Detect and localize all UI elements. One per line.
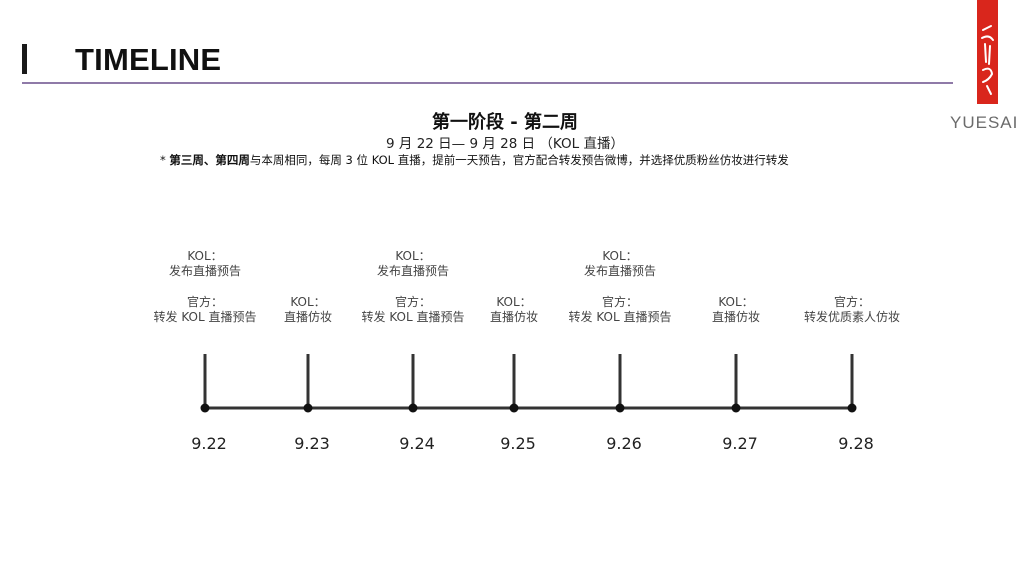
label-line: KOL： [290,295,326,309]
timeline-date-label: 9.26 [606,434,642,453]
timeline-upper-label: KOL：发布直播预告 [169,249,241,279]
label-line: 转发 KOL 直播预告 [568,310,672,324]
label-line: 发布直播预告 [168,264,242,278]
timeline-dot [303,403,313,413]
timeline-lower-label: KOL：直播仿妆 [712,295,760,325]
label-line: 转发优质素人仿妆 [803,310,901,324]
label-line: 转发 KOL 直播预告 [153,310,257,324]
timeline-dot [408,403,418,413]
header-accent-bar [22,44,27,74]
label-line: KOL： [718,295,754,309]
phase-title: 第一阶段 - 第二周 [431,112,578,133]
timeline-lower-label: 官方：转发优质素人仿妆 [804,295,900,325]
timeline-dot [847,403,857,413]
timeline-dot [200,403,210,413]
timeline-lower-label: KOL：直播仿妆 [490,295,538,325]
timeline-dot [731,403,741,413]
label-line: KOL： [187,249,223,263]
label-line: 发布直播预告 [583,264,657,278]
label-line: 官方： [394,295,432,309]
note-rest: 与本周相同，每周 3 位 KOL 直播，提前一天预告，官方配合转发预告微博，并选… [249,153,789,167]
timeline-lower-label: 官方：转发 KOL 直播预告 [569,295,672,325]
brand-name: YUESAI [950,113,1019,132]
timeline-upper-label: KOL：发布直播预告 [584,249,656,279]
label-line: KOL： [602,249,638,263]
timeline-date-label: 9.25 [500,434,536,453]
label-line: 直播仿妆 [283,310,333,324]
timeline-date-label: 9.23 [294,434,330,453]
timeline-lower-label: 官方：转发 KOL 直播预告 [154,295,257,325]
note-bold: 第三周、第四周 [169,153,250,167]
page-title: TIMELINE [75,42,222,77]
timeline-lower-label: 官方：转发 KOL 直播预告 [362,295,465,325]
header-divider [22,82,953,84]
brand-logo-icon [977,0,998,104]
phase-header: 第一阶段 - 第二周 9 月 22 日— 9 月 28 日 （KOL 直播） [0,112,1010,153]
label-line: 官方： [833,295,871,309]
timeline-dot [615,403,625,413]
label-line: 转发 KOL 直播预告 [361,310,465,324]
label-line: KOL： [395,249,431,263]
timeline-upper-label: KOL：发布直播预告 [377,249,449,279]
label-line: 发布直播预告 [376,264,450,278]
timeline-date-label: 9.28 [838,434,874,453]
label-line: KOL： [496,295,532,309]
phase-dates: 9 月 22 日— 9 月 28 日 （KOL 直播） [386,136,624,152]
brand-calligraphy-icon [981,25,994,95]
timeline-date-label: 9.24 [399,434,435,453]
note-prefix: * [160,153,170,167]
phase-note: * 第三周、第四周与本周相同，每周 3 位 KOL 直播，提前一天预告，官方配合… [160,152,789,168]
label-line: 官方： [186,295,224,309]
timeline-date-label: 9.22 [191,434,227,453]
timeline-lower-label: KOL：直播仿妆 [284,295,332,325]
label-line: 官方： [601,295,639,309]
timeline-dot [509,403,519,413]
timeline-date-label: 9.27 [722,434,758,453]
label-line: 直播仿妆 [489,310,539,324]
label-line: 直播仿妆 [711,310,761,324]
